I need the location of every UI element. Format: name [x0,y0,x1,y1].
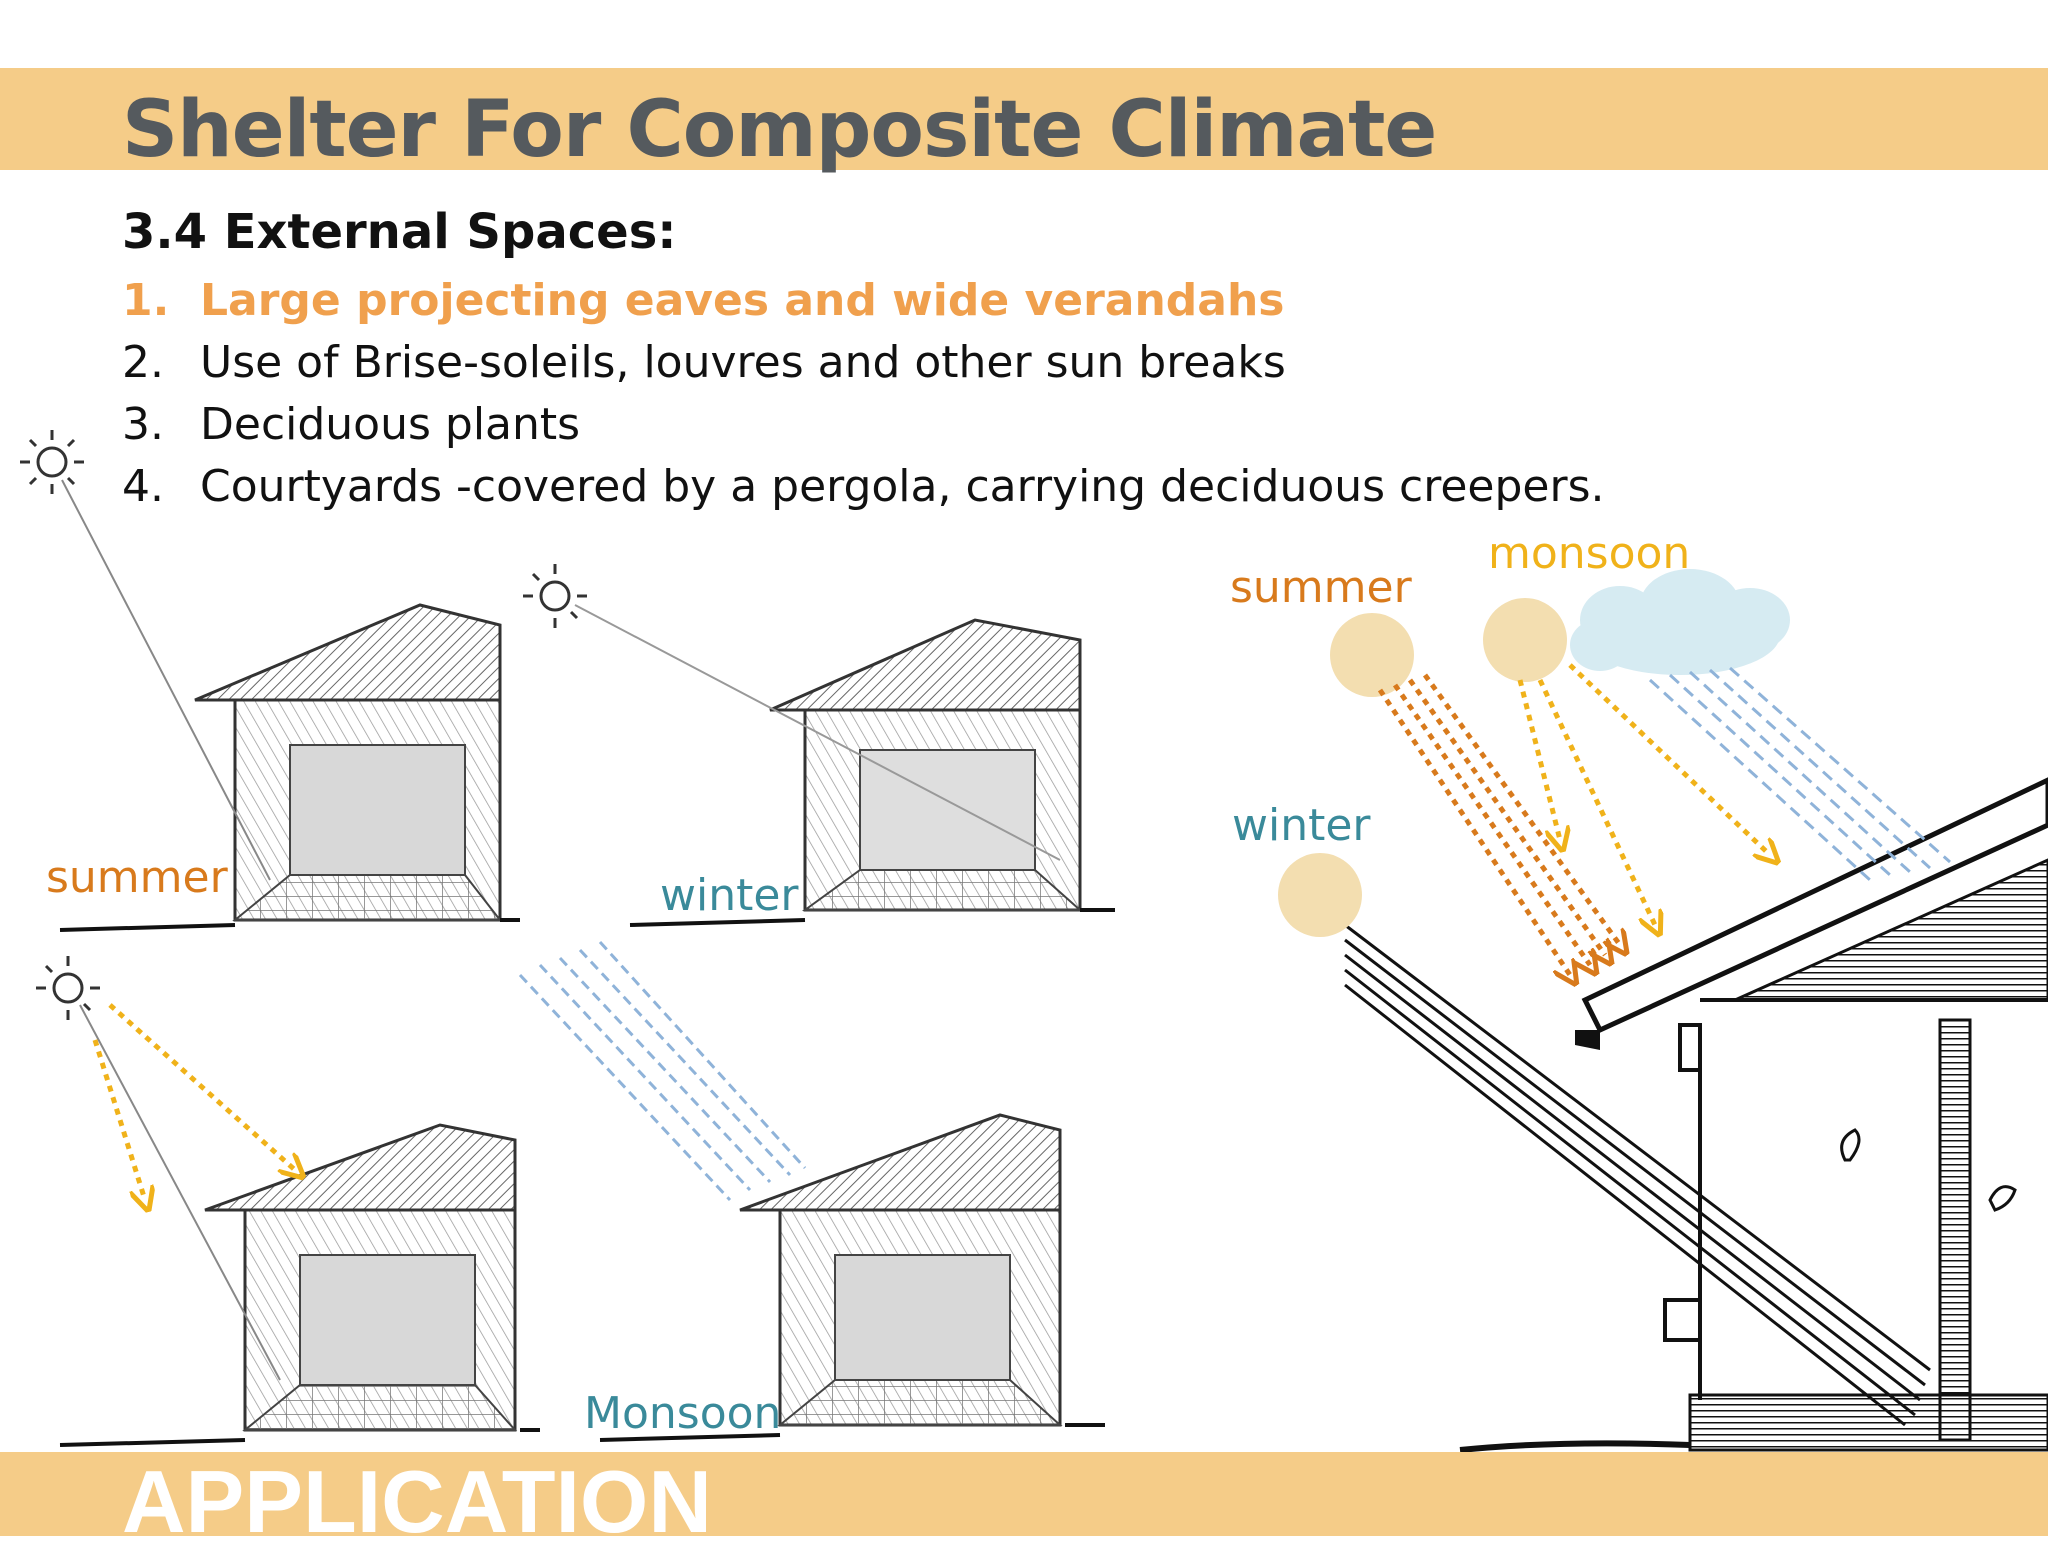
sun-ray [574,604,1061,861]
section-heading: 3.4 External Spaces: [122,204,677,260]
cloud-icon [1570,569,1790,675]
footer-band [0,1452,2048,1536]
list-item: 1. Large projecting eaves and wide veran… [122,270,1605,332]
label-summer-right: summer [1230,562,1412,613]
list-text: Deciduous plants [200,399,581,450]
title-band [0,68,2048,170]
footer-title: APPLICATION [122,1452,712,1551]
sun-icon [36,956,100,1020]
label-monsoon-right: monsoon [1488,528,1691,579]
sketch-house-summer [59,603,520,932]
list-text: Courtyards -covered by a pergola, carryi… [200,461,1605,512]
rain-lines [1648,666,1951,882]
label-monsoon: Monsoon [584,1388,782,1439]
sun-icon [523,564,587,628]
list-number: 1. [122,275,170,326]
list-item: 3. Deciduous plants [122,394,1605,456]
sketch-house-monsoon [599,1113,1105,1442]
slide-title: Shelter For Composite Climate [122,85,1437,175]
sun-ray [61,479,271,881]
monsoon-sun-arrows [1517,663,1770,925]
list-item: 2. Use of Brise-soleils, louvres and oth… [122,332,1605,394]
sun-ray [79,1004,281,1381]
sketch-house-shaded [59,1123,540,1447]
list-number: 4. [122,461,164,512]
sun-icon [20,430,84,494]
feature-list: 1. Large projecting eaves and wide veran… [122,270,1605,518]
summer-sun-arrows [1377,673,1620,975]
summer-arrow [108,1003,295,1170]
list-text: Large projecting eaves and wide verandah… [200,275,1285,326]
list-number: 2. [122,337,164,388]
summer-arrow [92,1039,145,1200]
winter-sun-icon [1278,853,1362,937]
winter-sun-rays [1344,923,1931,1427]
section-house [1459,777,2048,1453]
monsoon-sun-icon [1483,598,1567,682]
list-item: 4. Courtyards -covered by a pergola, car… [122,456,1605,518]
label-summer: summer [46,852,228,903]
label-winter-right: winter [1232,800,1371,851]
list-number: 3. [122,399,164,450]
sketch-house-winter [629,618,1115,927]
rain-lines [518,940,807,1202]
label-winter: winter [660,870,799,921]
list-text: Use of Brise-soleils, louvres and other … [200,337,1286,388]
summer-sun-icon [1330,613,1414,697]
